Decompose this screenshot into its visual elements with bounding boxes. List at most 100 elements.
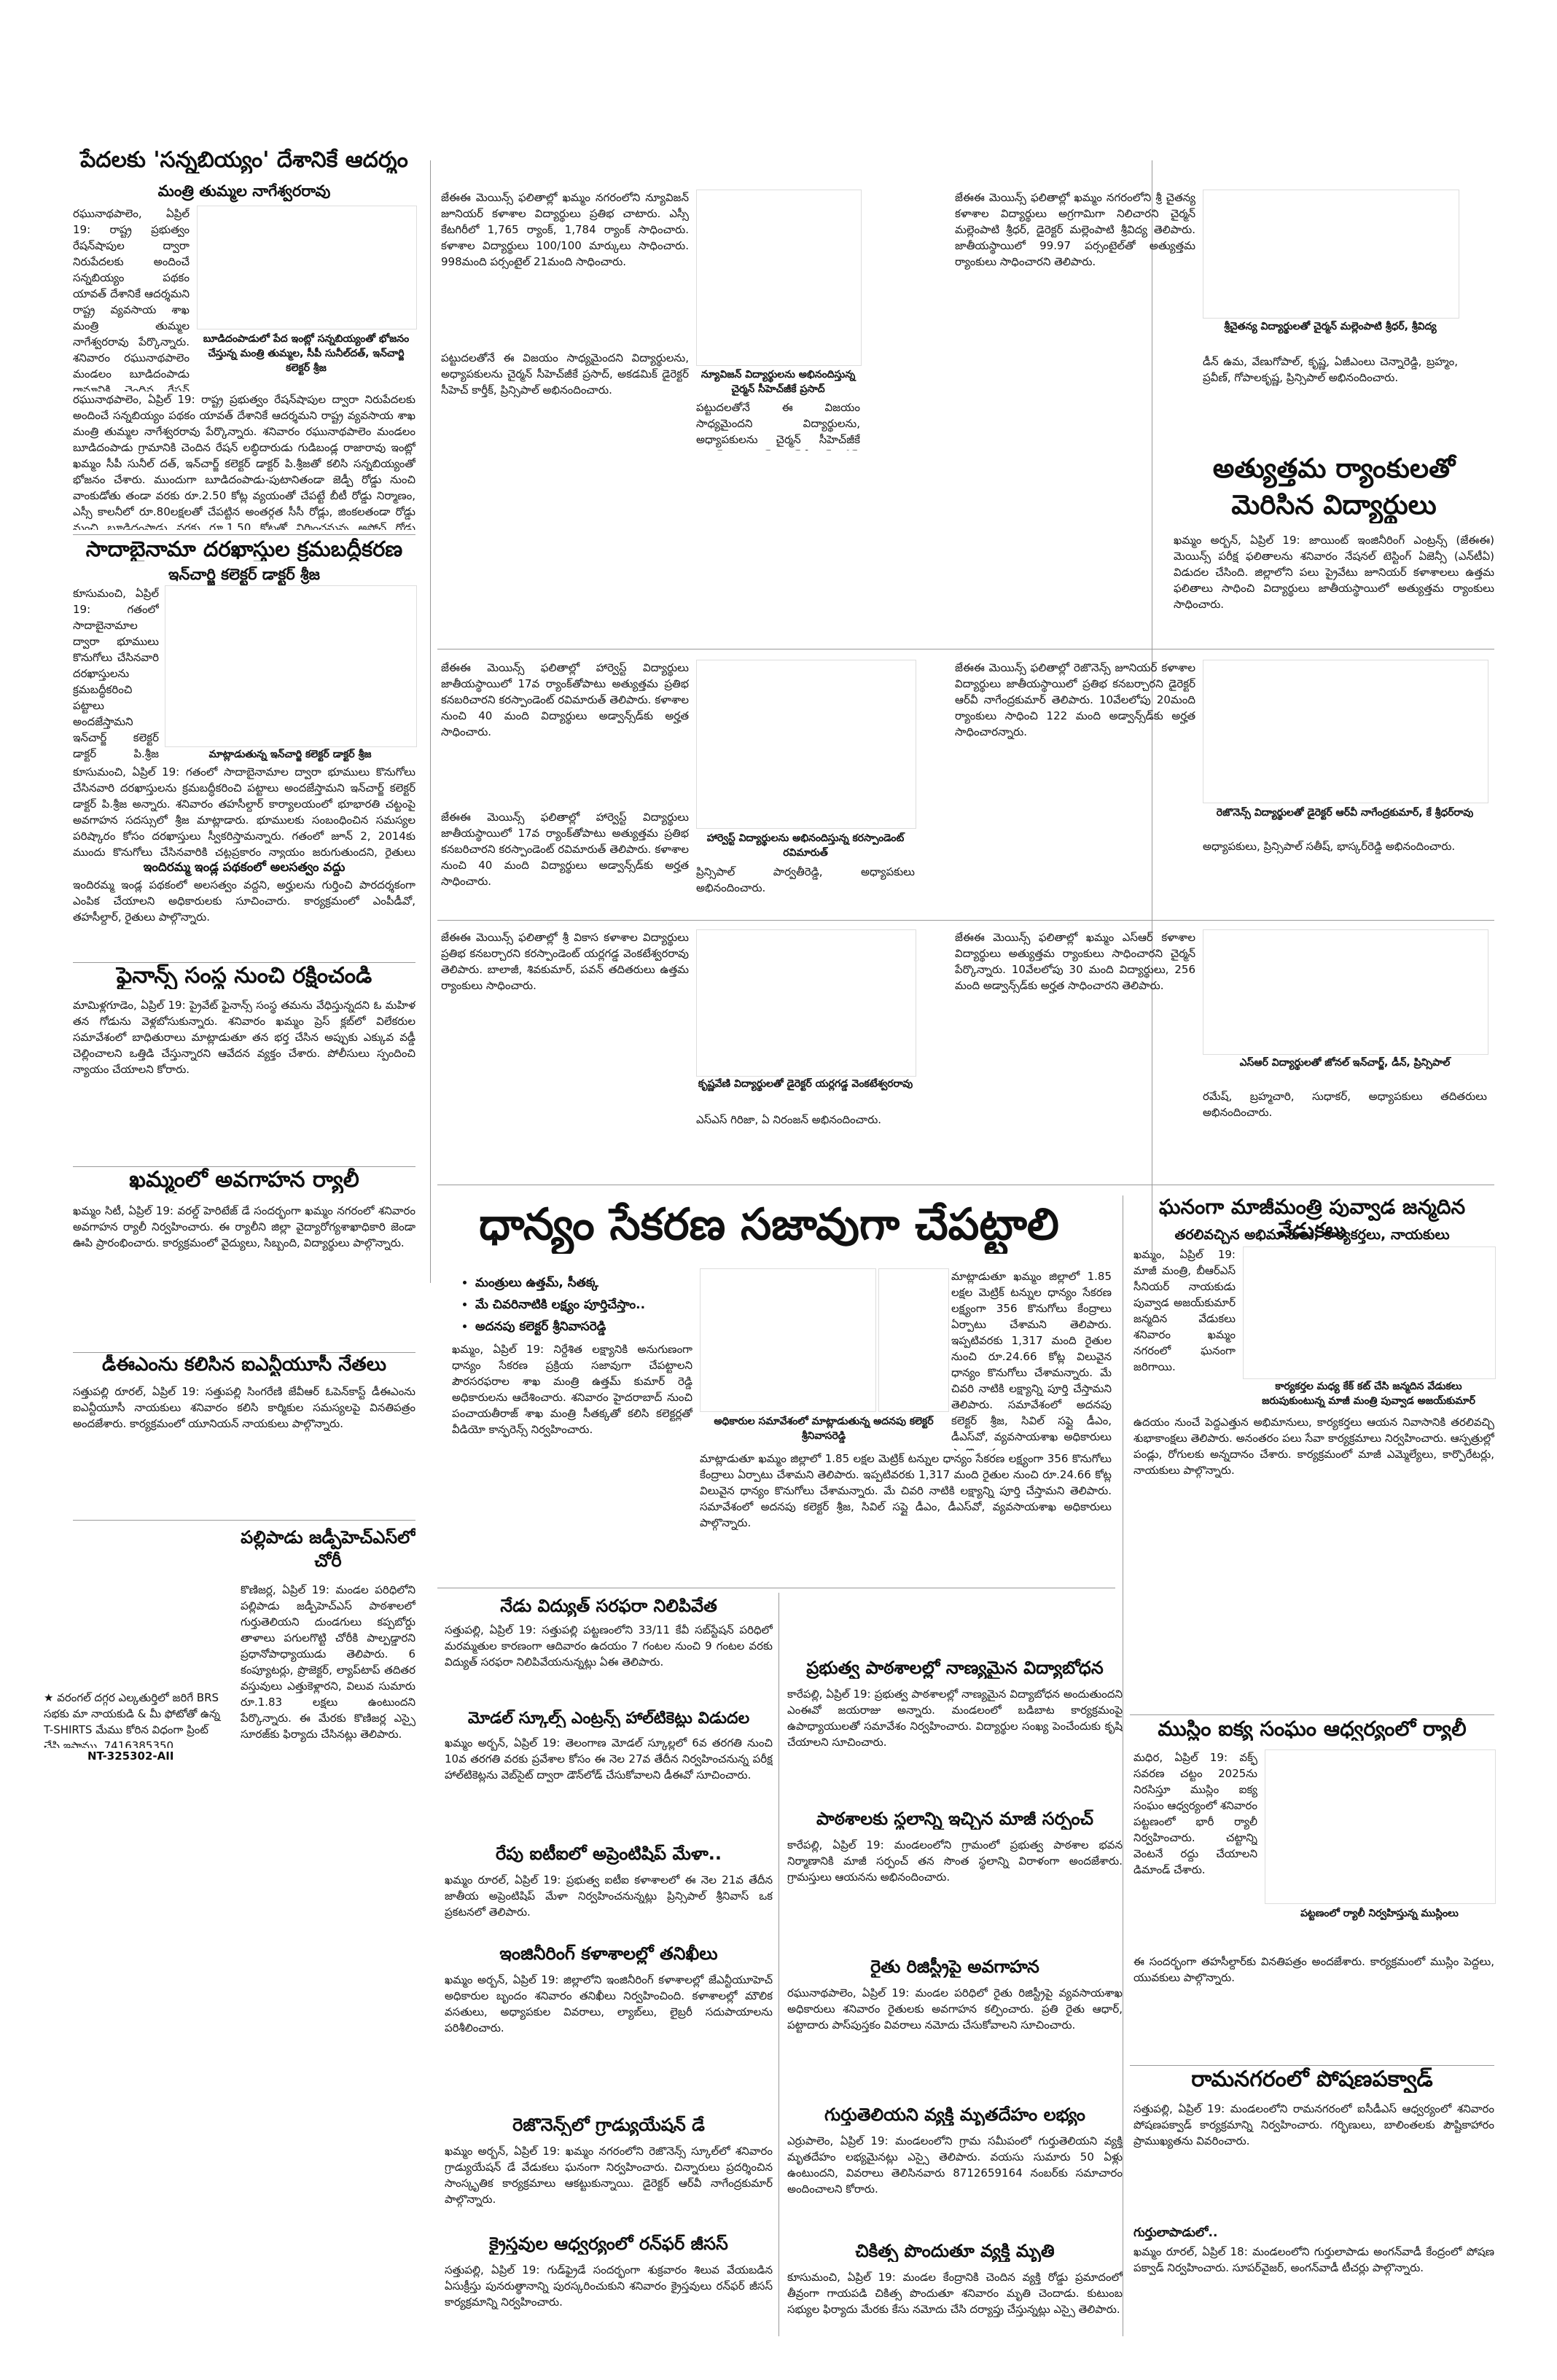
bullet-item: మంత్రులు ఉత్తమ్, సీతక్క <box>475 1272 700 1294</box>
article-body: ప్రిన్సిపాల్ పార్వతీరెడ్డి, అధ్యాపకులు అ… <box>696 865 915 894</box>
article-body: సత్తుపల్లి, ఏప్రిల్ 19: గుడ్‌ఫ్రైడే సందర… <box>445 2263 773 2309</box>
lead-body: మాట్లాడుతూ ఖమ్మం జిల్లాలో 1.85 లక్షల మెట… <box>951 1270 1112 1451</box>
article-body: రమేష్, బ్రహ్మచారి, సుధాకర్, అధ్యాపకులు త… <box>1203 1090 1487 1119</box>
bullet-item: అదనపు కలెక్టర్ శ్రీనివాసరెడ్డి <box>475 1316 700 1338</box>
divider <box>73 534 415 535</box>
photo-caption: బూడిదంపాడులో పేద ఇంట్లో సన్నబియ్యంతో భోజ… <box>203 333 410 374</box>
article-body: జేఈఈ మెయిన్స్ ఫలితాల్లో శ్రీ వికాస కళాశా… <box>441 931 689 992</box>
article-body: రఘునాథపాలెం, ఏప్రిల్ 19: రాష్ట్ర ప్రభుత్… <box>73 207 190 391</box>
article-body: ఎర్రుపాలెం, ఏప్రిల్ 19: మండలంలోని గ్రామ … <box>787 2134 1123 2196</box>
bullet-item: మే చివరినాటికి లక్ష్యం పూర్తిచేస్తాం.. <box>475 1294 700 1316</box>
article-photo <box>696 929 916 1077</box>
article-headline: ముస్లిం ఐక్య సంఘం ఆధ్వర్యంలో ర్యాలీ <box>1158 1717 1467 1741</box>
article-subhead: ఇందిరమ్మ ఇండ్ల పథకంలో అలసత్వం వద్దు <box>143 860 346 875</box>
article-body: సత్తుపల్లి, ఏప్రిల్ 19: మండలంలోని రామనగర… <box>1133 2102 1494 2147</box>
divider <box>73 962 415 963</box>
article-subhead: మంత్రి తుమ్మల నాగేశ్వరరావు <box>157 182 331 200</box>
article-body-continued: రఘునాథపాలెం, ఏప్రిల్ 19: రాష్ట్ర ప్రభుత్… <box>73 393 415 530</box>
article-body: కూసుమంచి, ఏప్రిల్ 19: మండల కేంద్రానికి చ… <box>787 2271 1123 2316</box>
article-body: ఇందిరమ్మ ఇండ్ల పథకంలో అలసత్వం వద్దని, అర… <box>73 878 415 924</box>
article-body: ఖమ్మం అర్బన్, ఏప్రిల్ 19: జిల్లాలోని ఇంజ… <box>445 1973 773 2034</box>
article-body: కారేపల్లి, ఏప్రిల్ 19: మండలంలోని గ్రామంల… <box>787 1838 1123 1884</box>
classified-ad-code: NT-325302-AII <box>87 1749 174 1763</box>
photo-caption: శ్రీచైతన్య విద్యార్థులతో చైర్మన్ మల్లెంప… <box>1224 321 1437 332</box>
article-photo <box>1203 660 1488 803</box>
article-headline: ఫైనాన్స్ సంస్థ నుంచి రక్షించండి <box>116 964 372 988</box>
photo-caption: హార్వెస్ట్ విద్యార్థులను అభినందిస్తున్న … <box>706 832 905 859</box>
article-body: ఉదయం నుంచే పెద్దఎత్తున అభిమానులు, కార్యక… <box>1133 1416 1494 1477</box>
article-body: ఖమ్మం, ఏప్రిల్ 19: మాజీ మంత్రి, బీఆర్ఎస్… <box>1133 1248 1236 1373</box>
article-headline: చికిత్స పొందుతూ వ్యక్తి మృతి <box>855 2242 1055 2261</box>
article-headline: క్రైస్తవుల ఆధ్వర్యంలో రన్‌ఫర్ జీసస్ <box>489 2234 728 2254</box>
article-photo <box>1203 929 1488 1055</box>
article-body: ఖమ్మం సిటీ, ఏప్రిల్ 19: వరల్డ్ హెరిటేజ్ … <box>73 1204 415 1249</box>
divider <box>1130 1714 1494 1715</box>
article-body: జేఈఈ మెయిన్స్ ఫలితాల్లో హార్వెస్ట్ విద్య… <box>441 661 689 738</box>
photo-caption: కృష్ణవేణి విద్యార్థులతో డైరెక్టర్ యర్లగడ… <box>698 1078 913 1090</box>
column-divider <box>778 1593 779 2336</box>
article-body: జేఈఈ మెయిన్స్ ఫలితాల్లో ఖమ్మం నగరంలోని న… <box>441 191 689 268</box>
article-photo <box>197 206 417 329</box>
divider <box>1130 2065 1494 2066</box>
photo-caption: రెజొనెన్స్ విద్యార్థులతో డైరెక్టర్ ఆర్‌వ… <box>1216 807 1474 819</box>
classified-ad-text: ★ వరంగల్ దగ్గర ఎల్కతుర్తిలో జరిగే BRS సభ… <box>44 1691 220 1748</box>
article-headline: ప్రభుత్వ పాఠశాలల్లో నాణ్యమైన విద్యాబోధన <box>806 1658 1104 1678</box>
article-headline: పేదలకు 'సన్నబియ్యం' దేశానికే ఆదర్శం <box>80 148 408 173</box>
article-body: సత్తుపల్లి, ఏప్రిల్ 19: సత్తుపల్లి పట్టణ… <box>445 1623 773 1669</box>
article-photo <box>696 190 862 366</box>
photo-caption: ఎస్ఆర్ విద్యార్థులతో జోనల్ ఇన్‌చార్జ్, డ… <box>1239 1057 1451 1069</box>
article-headline: డీఈఎంను కలిసిన ఐఎన్టీయూసీ నేతలు <box>101 1354 387 1376</box>
article-body: పట్టుదలతోనే ఈ విజయం సాధ్యమైందని విద్యార్… <box>696 401 860 450</box>
article-headline: గుర్తుతెలియని వ్యక్తి మృతదేహం లభ్యం <box>824 2105 1085 2125</box>
article-body: ఖమ్మం అర్బన్, ఏప్రిల్ 19: జాయింట్ ఇంజినీ… <box>1174 534 1494 611</box>
lead-photo <box>700 1268 876 1412</box>
article-headline: ఖమ్మంలో అవగాహన ర్యాలీ <box>129 1168 359 1193</box>
article-headline: ఇంజినీరింగ్ కళాశాలల్లో తనిఖీలు <box>499 1944 718 1964</box>
article-body: ఖమ్మం రూరల్, ఏప్రిల్ 18: మండలంలోని గుర్త… <box>1133 2245 1494 2274</box>
article-headline: రైతు రిజిస్ట్రీపై అవగాహన <box>870 1957 1039 1977</box>
article-body: పట్టుదలతోనే ఈ విజయం సాధ్యమైందని విద్యార్… <box>441 351 689 397</box>
article-body: ఈ సందర్భంగా తహసీల్దార్‌కు వినతిపత్రం అంద… <box>1133 1955 1494 1984</box>
article-body: ఖమ్మం అర్బన్, ఏప్రిల్ 19: తెలంగాణ మోడల్ … <box>445 1736 773 1782</box>
lead-bullets: మంత్రులు ఉత్తమ్, సీతక్క మే చివరినాటికి ల… <box>459 1272 700 1338</box>
article-headline: మోడల్ స్కూల్స్ ఎంట్రన్స్ హాల్‌టికెట్లు వ… <box>467 1709 750 1728</box>
article-body: కారేపల్లి, ఏప్రిల్ 19: ప్రభుత్వ పాఠశాలల్… <box>787 1688 1123 1749</box>
article-photo <box>696 660 916 829</box>
article-body: కూసుమంచి, ఏప్రిల్ 19: గతంలో సాదాబైనామాల … <box>73 587 159 760</box>
article-body: ఎస్ఎస్ గిరిజా, ఏ నిరంజన్ అభినందించారు. <box>696 1113 882 1126</box>
divider <box>73 1520 415 1521</box>
photo-caption: మాట్లాడుతున్న ఇన్‌చార్జి కలెక్టర్ డాక్టర… <box>208 749 372 760</box>
article-headline: రేపు ఐటీఐలో అప్రెంటిషిప్ మేళా.. <box>495 1844 722 1864</box>
photo-caption: అధికారుల సమావేశంలో మాట్లాడుతున్న అదనపు క… <box>714 1416 934 1442</box>
article-subhead: తరలివచ్చిన అభిమానులు, కార్యకర్తలు, నాయకు… <box>1174 1227 1450 1243</box>
divider <box>73 1166 415 1167</box>
divider <box>73 1352 415 1353</box>
article-headline: అత్యుత్తమ ర్యాంకులతో మెరిసిన విద్యార్థుల… <box>1212 453 1456 520</box>
article-headline: సాదాబైనామా దరఖాస్తుల క్రమబద్ధీకరణ <box>85 537 403 561</box>
column-divider <box>430 160 431 1283</box>
article-body: జేఈఈ మెయిన్స్ ఫలితాల్లో ఖమ్మం ఎస్ఆర్ కళా… <box>955 931 1195 992</box>
article-photo <box>165 585 417 747</box>
article-body: సత్తుపల్లి రూరల్, ఏప్రిల్ 19: సత్తుపల్లి… <box>73 1385 415 1430</box>
article-body: డీన్ ఉమ, వేణుగోపాల్, కృష్ణ, ఏజీఎంలు చెన్… <box>1203 355 1458 384</box>
article-headline: రెజొనెన్స్‌లో గ్రాడ్యుయేషన్ డే <box>512 2115 705 2135</box>
article-headline: నేడు విద్యుత్ సరఫరా నిలిపివేత <box>500 1596 717 1616</box>
article-body-continued: కూసుమంచి, ఏప్రిల్ 19: గతంలో సాదాబైనామాల … <box>73 765 415 859</box>
lead-photo <box>878 1268 949 1412</box>
article-subhead: ఇన్‌చార్జి కలెక్టర్ డాక్టర్ శ్రీజ <box>168 566 320 583</box>
article-headline: పాఠశాలకు స్థలాన్ని ఇచ్చిన మాజీ సర్పంచ్ <box>816 1809 1093 1829</box>
article-subhead: గుర్తులాపాడులో.. <box>1133 2225 1218 2240</box>
article-photo <box>1243 1246 1496 1379</box>
article-body: మధిర, ఏప్రిల్ 19: వక్ఫ్ సవరణ చట్టం 2025న… <box>1133 1751 1257 1876</box>
article-body: అధ్యాపకులు, ప్రిన్సిపాల్ సతీష్, భాస్కర్‌… <box>1203 840 1456 853</box>
article-photo <box>1265 1749 1496 1904</box>
lead-body: ఖమ్మం, ఏప్రిల్ 19: నిర్దేశిత లక్ష్యానికి… <box>452 1343 692 1436</box>
article-headline: రామనగరంలో పోషణపక్వాడ్ <box>1191 2067 1433 2092</box>
photo-caption: న్యూవిజన్ విద్యార్థులను అభినందిస్తున్న చ… <box>701 369 856 395</box>
article-body: జేఈఈ మెయిన్స్ ఫలితాల్లో హార్వెస్ట్ విద్య… <box>441 811 689 888</box>
article-photo <box>1203 190 1459 319</box>
divider <box>437 920 1494 921</box>
article-body: ఖమ్మం అర్బన్, ఏప్రిల్ 19: ఖమ్మం నగరంలోని… <box>445 2145 773 2206</box>
article-headline: ఘనంగా మాజీమంత్రి పువ్వాడ జన్మదిన వేడుకలు <box>1158 1195 1466 1243</box>
article-headline: పల్లిపాడు జడ్పీహెచ్‌ఎస్‌లో చోరీ <box>241 1527 415 1571</box>
